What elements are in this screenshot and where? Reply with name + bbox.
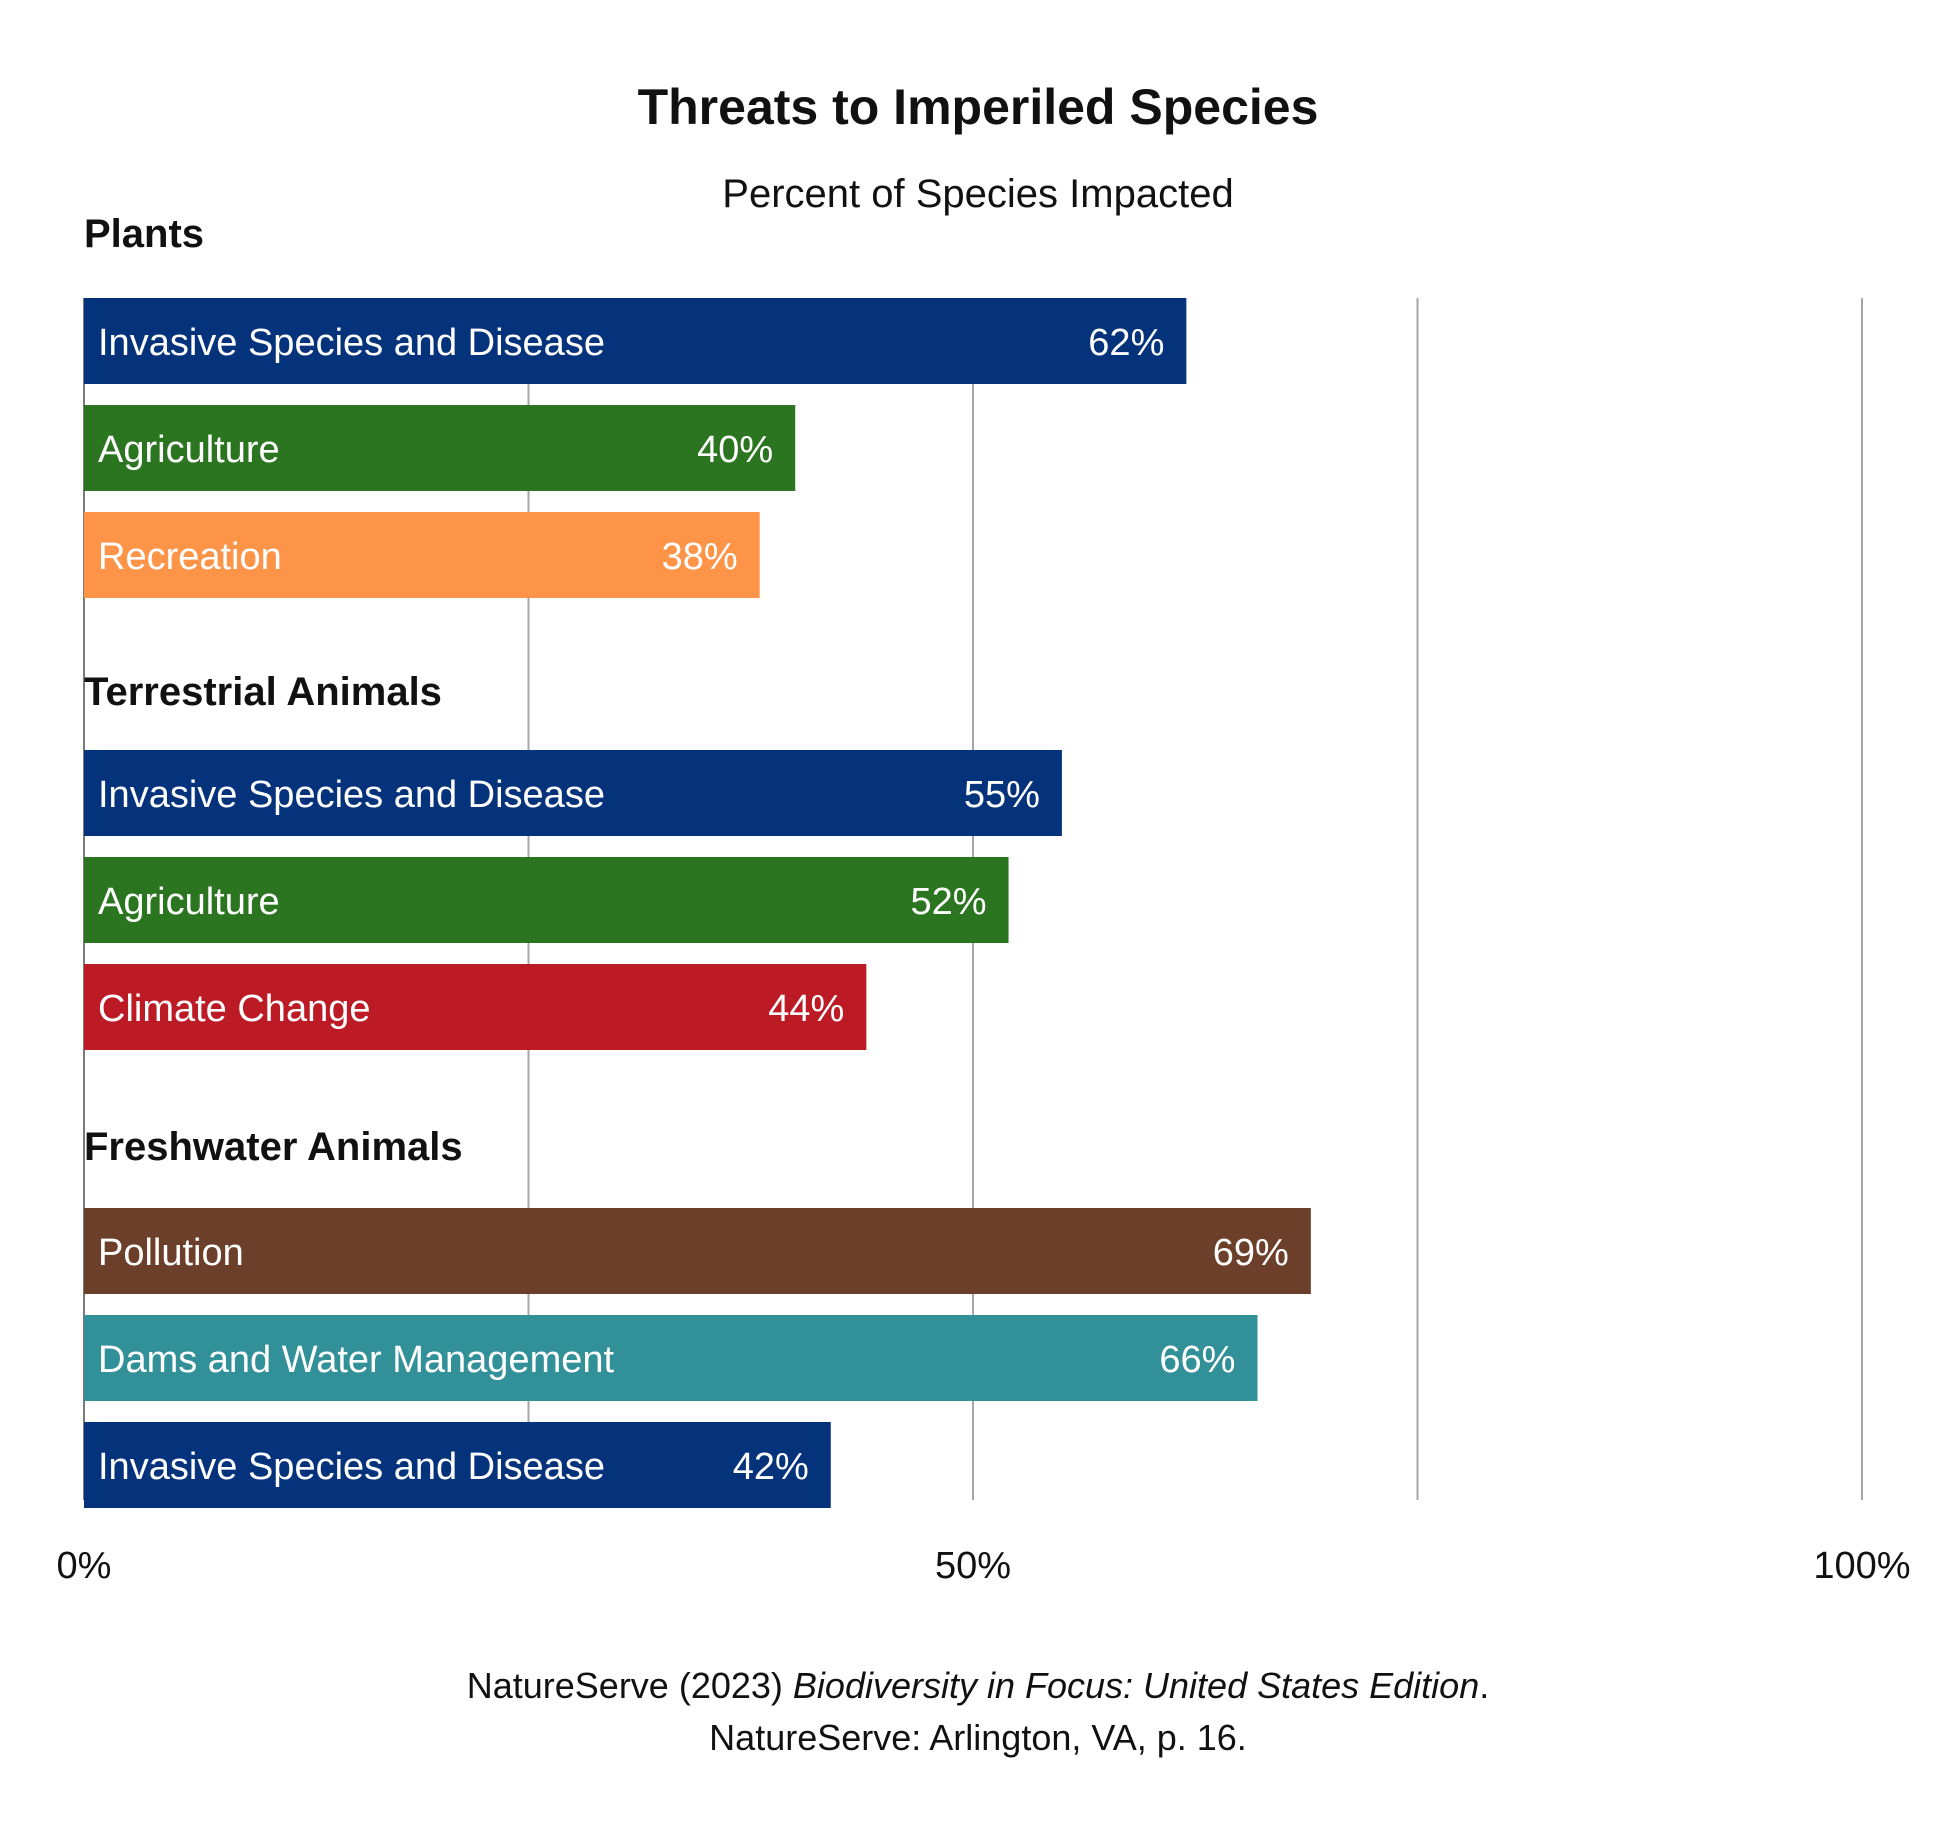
group-header: Freshwater Animals xyxy=(84,1125,463,1169)
group-header: Plants xyxy=(84,212,204,256)
bar xyxy=(84,405,796,491)
data-label: 52% xyxy=(910,881,986,923)
data-label: 40% xyxy=(697,429,773,471)
bar xyxy=(84,857,1009,943)
bar xyxy=(84,964,867,1050)
bar-label: Invasive Species and Disease xyxy=(98,774,605,816)
bar-label: Pollution xyxy=(98,1232,244,1274)
bar-label: Recreation xyxy=(98,536,282,578)
source-line-1: NatureServe (2023) Biodiversity in Focus… xyxy=(0,1660,1956,1712)
source-publication-title: Biodiversity in Focus: United States Edi… xyxy=(792,1665,1480,1706)
bar xyxy=(84,512,760,598)
source-period: . xyxy=(1479,1665,1490,1706)
source-citation: NatureServe (2023) Biodiversity in Focus… xyxy=(0,1660,1956,1764)
bar-label: Agriculture xyxy=(98,881,280,923)
bar-label: Invasive Species and Disease xyxy=(98,322,605,364)
source-line-2: NatureServe: Arlington, VA, p. 16. xyxy=(709,1717,1247,1758)
bar xyxy=(84,298,1187,384)
bar-label: Climate Change xyxy=(98,988,370,1030)
data-label: 44% xyxy=(768,988,844,1030)
x-tick-label: 0% xyxy=(57,1545,112,1587)
bar xyxy=(84,1315,1258,1401)
x-tick-label: 50% xyxy=(935,1545,1011,1587)
x-tick-label: 100% xyxy=(1813,1545,1910,1587)
bar-label: Agriculture xyxy=(98,429,280,471)
bar xyxy=(84,750,1062,836)
data-label: 66% xyxy=(1159,1339,1235,1381)
bar-label: Invasive Species and Disease xyxy=(98,1446,605,1488)
data-label: 55% xyxy=(964,774,1040,816)
group-header: Terrestrial Animals xyxy=(84,670,442,714)
bar-label: Dams and Water Management xyxy=(98,1339,614,1381)
source-author: NatureServe (2023) xyxy=(466,1665,793,1706)
data-label: 42% xyxy=(733,1446,809,1488)
data-label: 38% xyxy=(662,536,738,578)
data-label: 69% xyxy=(1213,1232,1289,1274)
chart-title: Threats to Imperiled Species xyxy=(637,79,1319,135)
bar xyxy=(84,1208,1311,1294)
bar xyxy=(84,1422,831,1508)
data-label: 62% xyxy=(1088,322,1164,364)
chart-subtitle: Percent of Species Impacted xyxy=(722,172,1234,216)
